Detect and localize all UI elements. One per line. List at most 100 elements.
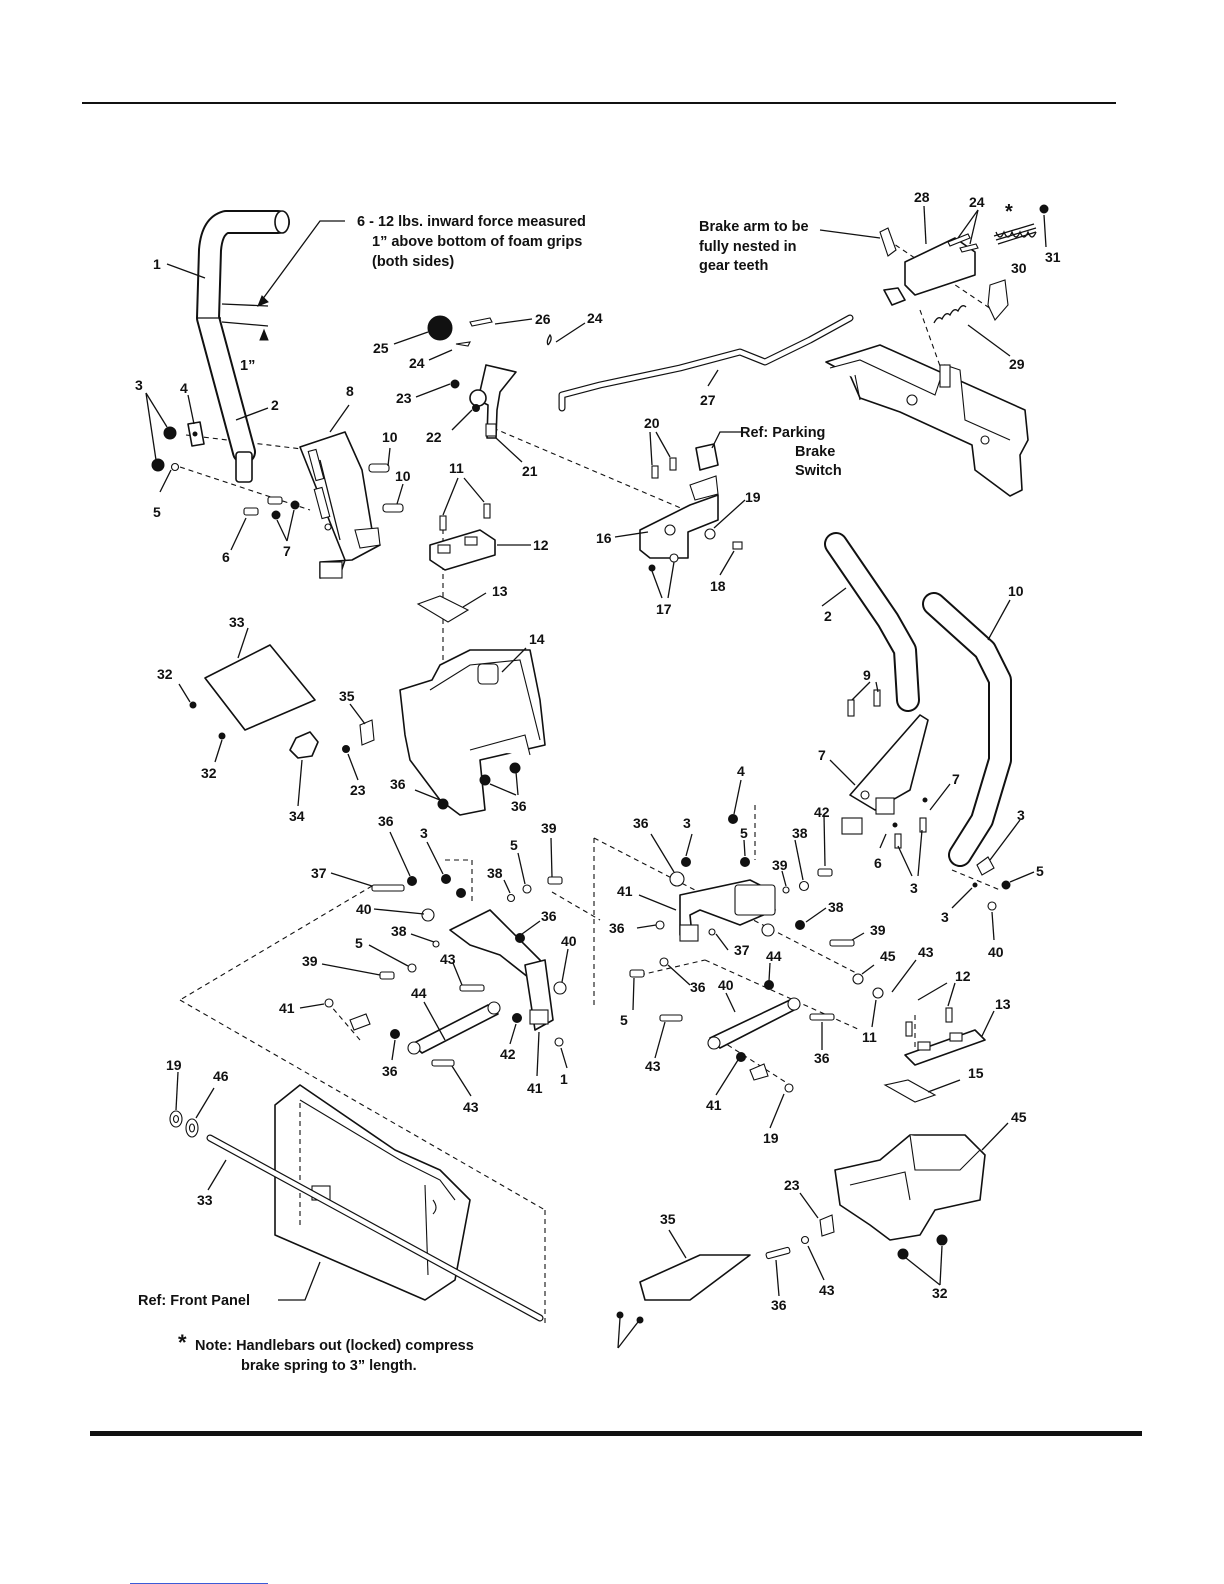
callout: 43 [645,1058,661,1074]
one-inch-label: 1” [240,358,255,374]
callout: 43 [463,1099,479,1115]
callout: 39 [870,922,886,938]
callout: 13 [995,996,1011,1012]
callout: 36 [511,798,527,814]
callout: 11 [862,1029,877,1045]
callout: 2 [824,608,832,624]
force-note-line1: 6 - 12 lbs. inward force measured [357,214,586,230]
callout: 40 [718,977,734,993]
callout: 21 [522,463,538,479]
pivot-assembly-right [629,814,1011,1093]
callout: 5 [510,837,518,853]
callout: 36 [390,776,406,792]
callout: 23 [350,782,366,798]
callout: 38 [487,865,503,881]
callout: 3 [135,377,143,393]
callout: 5 [355,935,363,951]
brake-note-line3: gear teeth [699,258,768,274]
parking-ref-line3: Switch [795,463,842,479]
washers-45-19 [169,1110,199,1138]
callout: 8 [346,383,354,399]
callout: 5 [620,1012,628,1028]
callout: 41 [279,1000,295,1016]
callout: 29 [1009,356,1025,372]
alignment-lines [179,239,1001,1325]
note-line1: Note: Handlebars out (locked) compress [195,1338,474,1354]
callout: 24 [409,355,425,371]
callout: 40 [561,933,577,949]
callout: 43 [440,951,456,967]
callout: 36 [814,1050,830,1066]
leader-lines [145,205,1047,1349]
callout: 39 [541,820,557,836]
bracket-9 [841,689,929,849]
callout: 23 [784,1177,800,1193]
callout: 10 [395,468,411,484]
callout: 26 [535,311,551,327]
cover-33-right [616,1254,751,1324]
callout: 1 [153,256,161,272]
callout: 4 [737,763,745,779]
asterisk-spring: * [1005,201,1013,223]
callout: 2 [271,397,279,413]
callout: 3 [420,825,428,841]
callout: 27 [700,392,716,408]
callout: 33 [229,614,245,630]
callout: 28 [914,189,930,205]
callout: 7 [818,747,826,763]
callout: 12 [533,537,549,553]
callout: 36 [633,815,649,831]
callout: 24 [587,310,603,326]
callout: 43 [918,944,934,960]
parking-ref-line1: Ref: Parking [740,425,825,441]
footer-rule [90,1431,1142,1436]
callout: 19 [745,489,761,505]
callout: 9 [863,667,871,683]
callout: 23 [396,390,412,406]
callout: 3 [941,909,949,925]
callout: 35 [339,688,355,704]
annotations: 6 - 12 lbs. inward force measured 1” abo… [138,201,1013,1374]
callout: 5 [740,825,748,841]
callout: 36 [382,1063,398,1079]
force-note-line2: 1” above bottom of foam grips [372,234,582,250]
rod-46 [206,1134,544,1322]
callout: 32 [157,666,173,682]
callout: 7 [283,543,291,559]
callout: 39 [302,953,318,969]
bracket-12-right [883,1007,986,1103]
callout: 19 [763,1130,779,1146]
hardware-right-bottom [765,1214,835,1260]
cover-33-left [189,644,316,740]
callout: 32 [201,765,217,781]
callout: 42 [500,1046,516,1062]
header-rule [82,102,1116,104]
callout: 38 [792,825,808,841]
callout: 3 [910,880,918,896]
brake-note-line1: Brake arm to be [699,219,809,235]
callout: 43 [819,1282,835,1298]
callout: 38 [391,923,407,939]
callout: 3 [683,815,691,831]
knob-and-pins [427,315,552,347]
callout: 44 [411,985,427,1001]
front-panel [274,1084,471,1301]
callout: 18 [710,578,726,594]
callout: 11 [449,460,464,476]
bracket-8 [299,431,381,579]
callout: 1 [560,1071,568,1087]
knob-34 [289,719,375,759]
housing-14 [399,649,546,816]
callout: 10 [382,429,398,445]
parking-ref-line2: Brake [795,444,835,460]
housing-15 [834,1134,986,1260]
callout: 10 [1008,583,1024,599]
callout: 25 [373,340,389,356]
hardware-left [151,421,404,520]
callout: 32 [932,1285,948,1301]
callout: 20 [644,415,660,431]
force-note-line3: (both sides) [372,254,454,270]
callout: 24 [969,194,985,210]
callout: 39 [772,857,788,873]
lever-21 [450,364,517,439]
